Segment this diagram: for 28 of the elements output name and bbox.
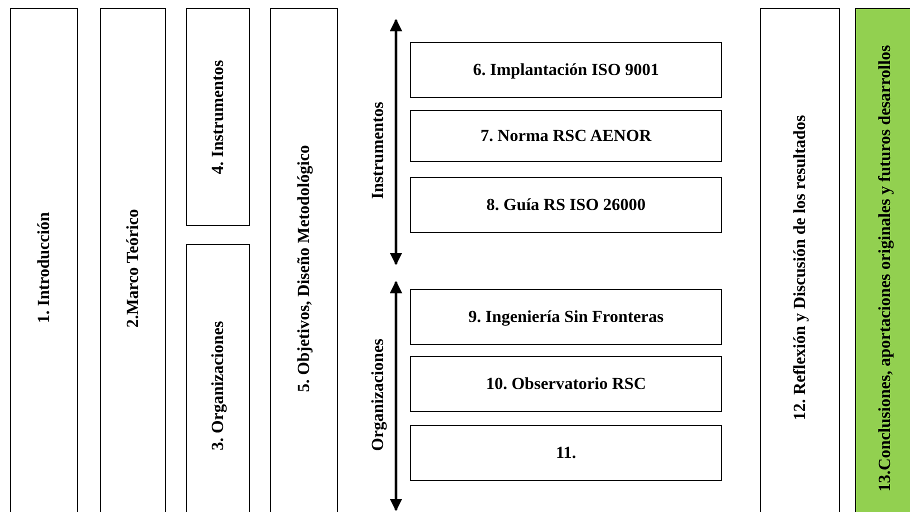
chapter-title: 12. Reflexión y Discusión de los resultados [790,115,810,421]
chapter-box [760,8,840,512]
bracket-label: Instrumentos [368,100,388,201]
chapter-box [186,244,250,512]
chapter-box [100,8,166,512]
chapter-title: 5. Objetivos, Diseño Metodológico [294,144,314,392]
chapter-title: 4. Instrumentos [208,60,228,174]
chapter-box [410,356,722,412]
chapter-title: 8. Guía RS ISO 26000 [486,195,646,215]
chapter-title: 13.Conclusiones, aportaciones originales y futuros desarrollos [875,44,895,492]
chapter-box [855,8,910,512]
chapter-title: 2.Marco Teórico [123,208,143,328]
chapter-title: 9. Ingeniería Sin Fronteras [468,307,664,327]
chapter-box [410,110,722,162]
chapter-title: 7. Norma RSC AENOR [480,126,652,146]
chapter-title: 3. Organizaciones [208,321,228,451]
chapter-title: 11. [556,443,576,463]
chapter-title: 10. Observatorio RSC [486,374,646,394]
chapter-box [410,42,722,98]
chapter-box [186,8,250,226]
chapter-box [410,289,722,345]
chapter-box [410,177,722,233]
chapter-title: 6. Implantación ISO 9001 [472,60,660,80]
chapter-box [10,8,78,512]
chapter-box [410,425,722,481]
chapter-title: 1. Introducción [34,212,54,324]
bracket-label: Organizaciones [368,338,388,454]
chapter-box [270,8,338,512]
